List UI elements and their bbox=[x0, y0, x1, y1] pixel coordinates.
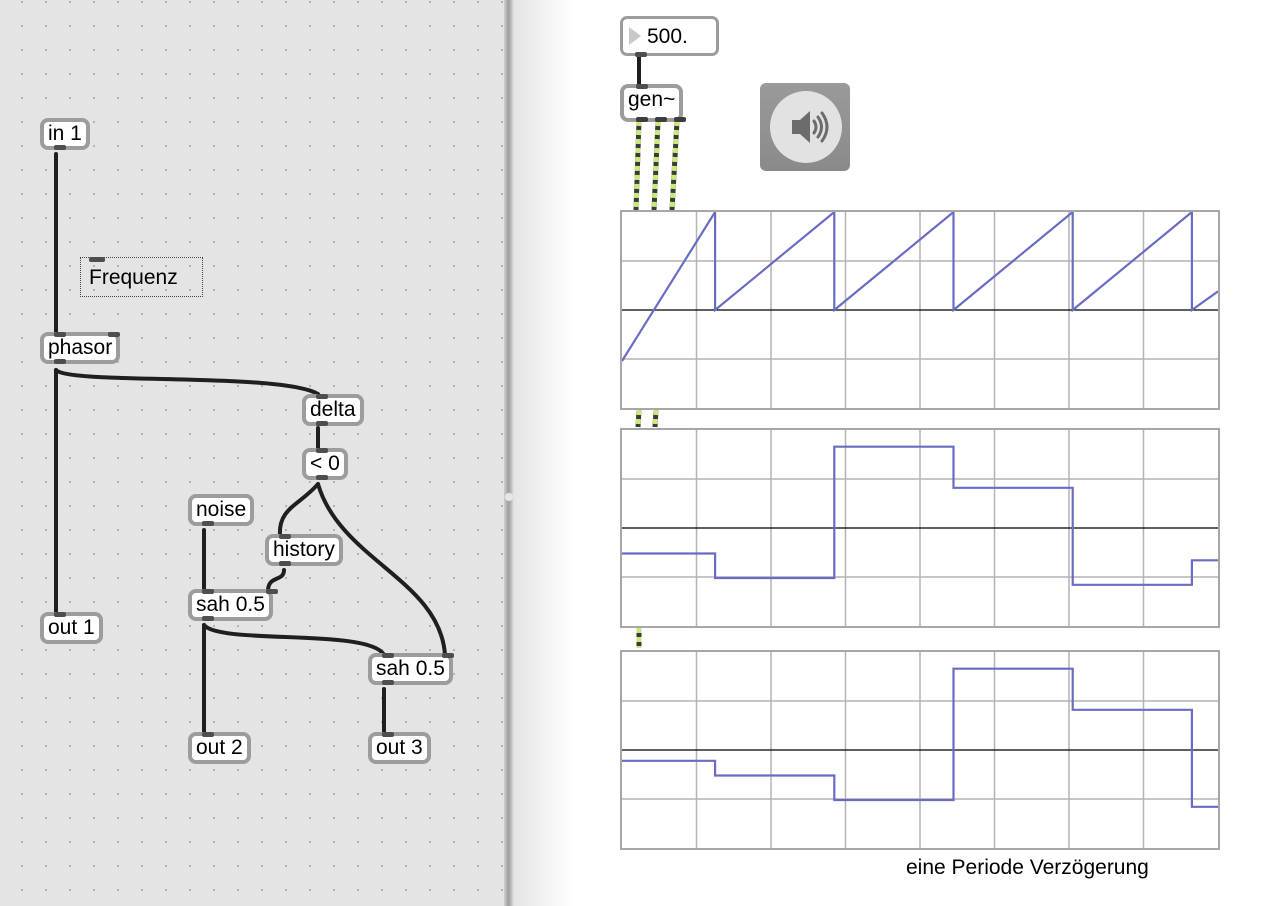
number-box-triangle-icon bbox=[629, 27, 641, 45]
scope-3-plot bbox=[622, 652, 1218, 848]
inlet-port[interactable] bbox=[54, 332, 66, 337]
divider-shadow bbox=[514, 0, 574, 906]
outlet-out3[interactable]: out 3 bbox=[368, 732, 431, 764]
ezdac-inner bbox=[770, 91, 842, 163]
history-object[interactable]: history bbox=[265, 534, 343, 566]
signal-outlet-port[interactable] bbox=[674, 117, 686, 122]
speaker-icon bbox=[792, 111, 829, 143]
outlet-port[interactable] bbox=[279, 561, 291, 566]
ezdac-button[interactable] bbox=[760, 83, 850, 171]
scope-3[interactable] bbox=[620, 650, 1220, 850]
inlet-port[interactable] bbox=[202, 732, 214, 737]
inlet-in1-label: in 1 bbox=[48, 122, 82, 145]
signal-cord-3[interactable] bbox=[669, 120, 680, 211]
comment-text: Frequenz bbox=[89, 266, 178, 289]
inlet-port[interactable] bbox=[382, 732, 394, 737]
outlet-out2[interactable]: out 2 bbox=[188, 732, 251, 764]
out2-label: out 2 bbox=[196, 736, 243, 759]
inlet-port[interactable] bbox=[316, 394, 328, 399]
noise-object[interactable]: noise bbox=[188, 494, 255, 526]
outlet-port[interactable] bbox=[202, 616, 214, 621]
delta-label: delta bbox=[310, 398, 356, 421]
signal-outlet-port[interactable] bbox=[636, 117, 648, 122]
number-box-value: 500. bbox=[647, 25, 688, 48]
signal-outlet-port[interactable] bbox=[655, 117, 667, 122]
inlet-port[interactable] bbox=[636, 84, 648, 89]
delta-object[interactable]: delta bbox=[302, 394, 364, 426]
inlet-port[interactable] bbox=[108, 332, 120, 337]
outlet-out1[interactable]: out 1 bbox=[40, 612, 103, 644]
cord-history-sah1[interactable] bbox=[266, 568, 286, 593]
signal-cord-1[interactable] bbox=[633, 120, 642, 211]
inlet-port[interactable] bbox=[279, 534, 291, 539]
inlet-port[interactable] bbox=[266, 589, 278, 594]
outlet-port[interactable] bbox=[54, 145, 66, 150]
noise-label: noise bbox=[196, 498, 247, 521]
comment-frequenz[interactable]: Frequenz bbox=[80, 257, 203, 297]
history-label: history bbox=[273, 538, 335, 561]
inlet-port[interactable] bbox=[54, 612, 66, 617]
inlet-port[interactable] bbox=[382, 653, 394, 658]
outlet-port[interactable] bbox=[382, 680, 394, 685]
gen-label: gen~ bbox=[628, 88, 676, 111]
cord-lessthan-history[interactable] bbox=[277, 482, 320, 538]
phasor-label: phasor bbox=[48, 336, 113, 359]
number-box[interactable]: 500. bbox=[620, 16, 719, 57]
scope-trace bbox=[622, 445, 1218, 586]
gen-patcher-canvas[interactable] bbox=[0, 0, 504, 906]
less-than-zero-object[interactable]: < 0 bbox=[302, 448, 348, 480]
sah-object-1[interactable]: sah 0.5 bbox=[188, 589, 278, 621]
scope-2-plot bbox=[622, 430, 1218, 626]
outlet-port[interactable] bbox=[316, 475, 328, 480]
scope-1[interactable] bbox=[620, 210, 1220, 410]
outlet-port[interactable] bbox=[635, 52, 647, 57]
scope-trace bbox=[622, 212, 1218, 362]
outlet-port[interactable] bbox=[316, 421, 328, 426]
less-than-label: < 0 bbox=[310, 452, 340, 475]
inlet-port[interactable] bbox=[202, 589, 214, 594]
scope-2[interactable] bbox=[620, 428, 1220, 628]
phasor-object[interactable]: phasor bbox=[40, 332, 121, 364]
scope-caption: eine Periode Verzögerung bbox=[906, 856, 1149, 879]
comment-inlet-port bbox=[89, 257, 105, 262]
inlet-in1[interactable]: in 1 bbox=[40, 118, 90, 150]
signal-cord-2b[interactable] bbox=[635, 409, 642, 428]
out3-label: out 3 bbox=[376, 736, 423, 759]
gen-object[interactable]: gen~ bbox=[620, 84, 686, 122]
signal-cord-2[interactable] bbox=[651, 120, 661, 211]
out1-label: out 1 bbox=[48, 616, 95, 639]
inlet-port[interactable] bbox=[316, 448, 328, 453]
cord-phasor-delta[interactable] bbox=[54, 368, 320, 396]
scope-1-plot bbox=[622, 212, 1218, 408]
inlet-port[interactable] bbox=[442, 653, 454, 658]
scope-trace bbox=[622, 667, 1218, 808]
sah-1-label: sah 0.5 bbox=[196, 593, 265, 616]
outlet-port[interactable] bbox=[54, 359, 66, 364]
outlet-port[interactable] bbox=[202, 521, 214, 526]
sah-object-2[interactable]: sah 0.5 bbox=[368, 653, 454, 685]
split-divider[interactable] bbox=[504, 0, 514, 906]
sah-2-label: sah 0.5 bbox=[376, 657, 445, 680]
signal-cord-3b[interactable] bbox=[652, 409, 659, 428]
cord-lessthan-sah2[interactable] bbox=[316, 482, 447, 657]
cord-sah1-sah2[interactable] bbox=[202, 623, 386, 657]
divider-handle[interactable] bbox=[505, 493, 513, 501]
